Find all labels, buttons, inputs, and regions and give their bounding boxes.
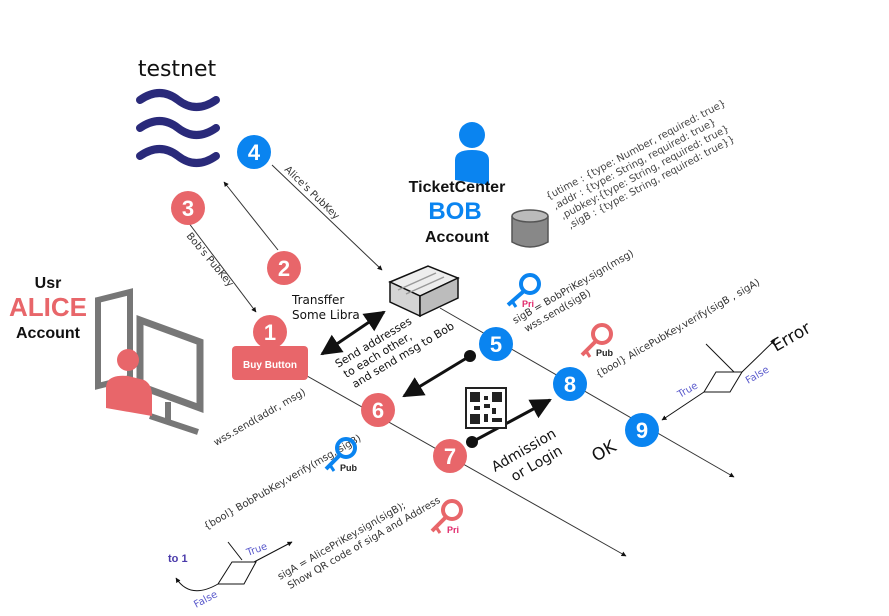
alice-account-label: Account: [16, 325, 81, 342]
svg-text:3: 3: [182, 196, 194, 221]
svg-text:Pri: Pri: [522, 299, 534, 309]
db-schema: {utime : {type: Number, required: true} …: [544, 98, 737, 232]
error-label: Error: [769, 318, 815, 356]
transfer-line1: Transffer: [291, 293, 344, 307]
transfer-line2: Some Libra: [292, 308, 360, 322]
bob-private-key-icon: Pri: [506, 273, 541, 309]
bob-person-icon: [455, 122, 489, 185]
wss-send-label: wss.send(addr, msg): [212, 387, 308, 449]
alices-pubkey-label: Alice's PubKey: [282, 164, 341, 222]
buy-button-label: Buy Button: [243, 360, 297, 371]
svg-text:Pub: Pub: [596, 348, 614, 358]
svg-text:Pub: Pub: [340, 463, 358, 473]
bobs-pubkey-label: Bob's PubKey: [184, 231, 236, 290]
qr-code-icon: [465, 387, 507, 429]
svg-text:6: 6: [372, 398, 384, 423]
arrow-sigb-back: [402, 350, 476, 398]
ok-label: OK: [589, 436, 621, 466]
bob-public-key-icon: Pub: [324, 437, 358, 473]
step-8: 8: [553, 367, 587, 401]
bob-verify-label: {bool} BobPubKey.verify(msg, sigB): [202, 433, 363, 533]
svg-text:sigB = BobPriKey.sign(msg): sigB = BobPriKey.sign(msg): [511, 248, 636, 326]
decision-error-out: [741, 339, 776, 373]
step-6: 6: [361, 393, 395, 427]
libra-waves-icon: [136, 89, 220, 167]
decision-error-line: [705, 343, 737, 375]
to-one-label: to 1: [168, 553, 188, 565]
bob-name: BOB: [428, 198, 481, 225]
svg-text:7: 7: [444, 444, 456, 469]
alice-verify-label: {bool} AlicePubKey.verify(sigB , sigA): [594, 277, 762, 380]
decision-error-diamond: [703, 371, 743, 393]
svg-text:1: 1: [264, 320, 276, 345]
buy-button[interactable]: [232, 346, 308, 380]
step-9: 9: [625, 413, 659, 447]
server-box-icon: [388, 265, 460, 318]
bob-account-label: Account: [425, 229, 490, 246]
alice-usr-label: Usr: [35, 275, 62, 292]
svg-text:8: 8: [564, 372, 576, 397]
decision-false-loop: [175, 577, 219, 592]
alice-devices-icon: [95, 288, 204, 435]
step-3: 3: [171, 191, 205, 225]
svg-text:5: 5: [490, 332, 502, 357]
admission-label: Admission or Login: [489, 426, 565, 485]
alice-sign-label: sigA = AlicePriKey.sign(sigB); Show QR c…: [276, 495, 443, 592]
bob-ticketcenter-label: TicketCenter: [409, 179, 506, 196]
testnet-label: testnet: [138, 57, 217, 82]
arrow-alices-pubkey: [271, 164, 383, 271]
false-label-left: False: [192, 589, 219, 611]
step-7: 7: [433, 439, 467, 473]
true-label-right: True: [675, 380, 700, 401]
decision-bob-diamond: [217, 561, 257, 585]
svg-text:Show QR code of sigA and Addre: Show QR code of sigA and Address: [286, 495, 443, 592]
svg-text:9: 9: [636, 418, 648, 443]
svg-text:2: 2: [278, 256, 290, 281]
step-2: 2: [267, 251, 301, 285]
database-icon: [511, 209, 549, 248]
arrow-bobs-pubkey: [187, 221, 257, 313]
step-4: 4: [237, 135, 271, 169]
decision-bob-line: [227, 541, 243, 561]
svg-text:Pri: Pri: [447, 525, 459, 535]
false-label-right: False: [744, 365, 771, 387]
arrow-admission: [466, 398, 552, 448]
decision-true-out: [253, 541, 293, 563]
decision-ok-out: [661, 391, 705, 421]
alice-private-key-icon: Pri: [430, 499, 463, 535]
step-1: 1: [253, 315, 287, 349]
arrow-send-addresses: [320, 310, 386, 356]
arrow-testnet-buy: [223, 181, 279, 251]
svg-text:sigA = AlicePriKey.sign(sigB);: sigA = AlicePriKey.sign(sigB);: [276, 500, 408, 582]
svg-text:4: 4: [248, 140, 261, 165]
step-5: 5: [479, 327, 513, 361]
alice-public-key-icon: Pub: [580, 323, 614, 358]
alice-name: ALICE: [9, 292, 87, 322]
